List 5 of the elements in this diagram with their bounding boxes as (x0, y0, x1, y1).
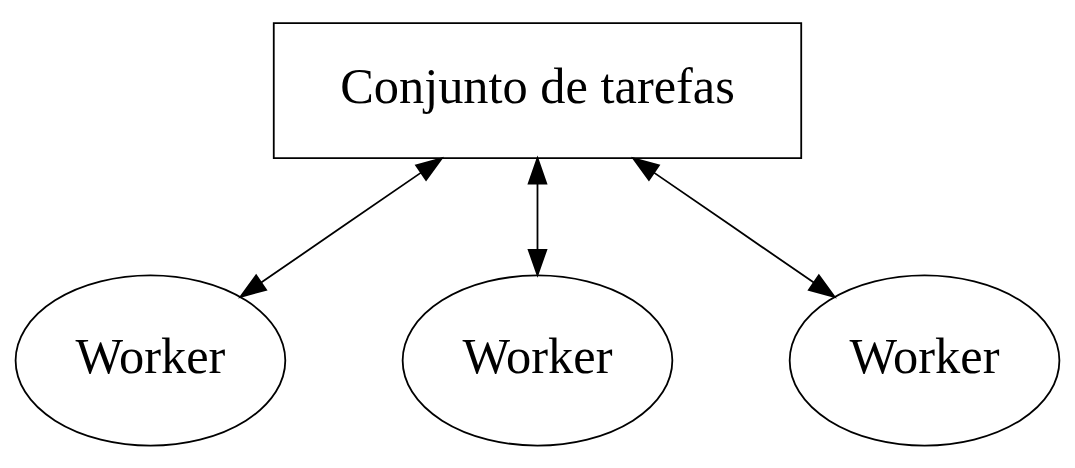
arrow (527, 155, 548, 278)
node-box: Conjunto de tarefas (272, 21, 803, 159)
arrow (630, 156, 837, 298)
arrow (238, 156, 445, 298)
node-ellipse: Worker (401, 274, 674, 446)
